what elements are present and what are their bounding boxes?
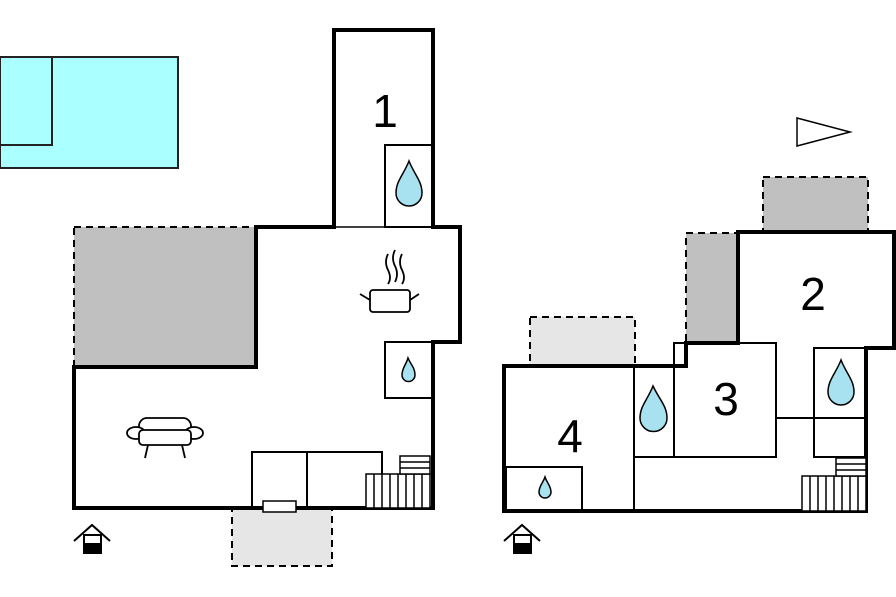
terrace-entrance — [231, 507, 333, 567]
terrace-room4 — [529, 316, 636, 367]
north-arrow-icon — [796, 117, 853, 147]
water-drop-icon — [401, 355, 416, 383]
entrance-icon — [503, 523, 541, 554]
pool — [0, 56, 179, 169]
stairs-icon — [801, 457, 867, 512]
room-number-2: 2 — [800, 268, 826, 320]
water-drop-icon — [639, 384, 668, 433]
water-drop-icon — [395, 158, 423, 207]
room-number-3: 3 — [713, 373, 739, 425]
cooking-pot-icon — [359, 249, 420, 313]
water-drop-icon — [538, 474, 552, 499]
stairs-icon — [365, 455, 431, 509]
entrance-icon — [73, 523, 111, 554]
water-drop-icon — [827, 357, 855, 406]
room-number-4: 4 — [557, 410, 583, 462]
upper-floor-walls — [502, 230, 896, 513]
upper-floor-interior — [505, 342, 867, 512]
terrace-room3 — [685, 232, 739, 344]
sofa-icon — [126, 417, 204, 459]
room-number-1: 1 — [372, 85, 398, 137]
terrace-room2 — [762, 176, 869, 234]
terrace-left — [73, 226, 257, 368]
